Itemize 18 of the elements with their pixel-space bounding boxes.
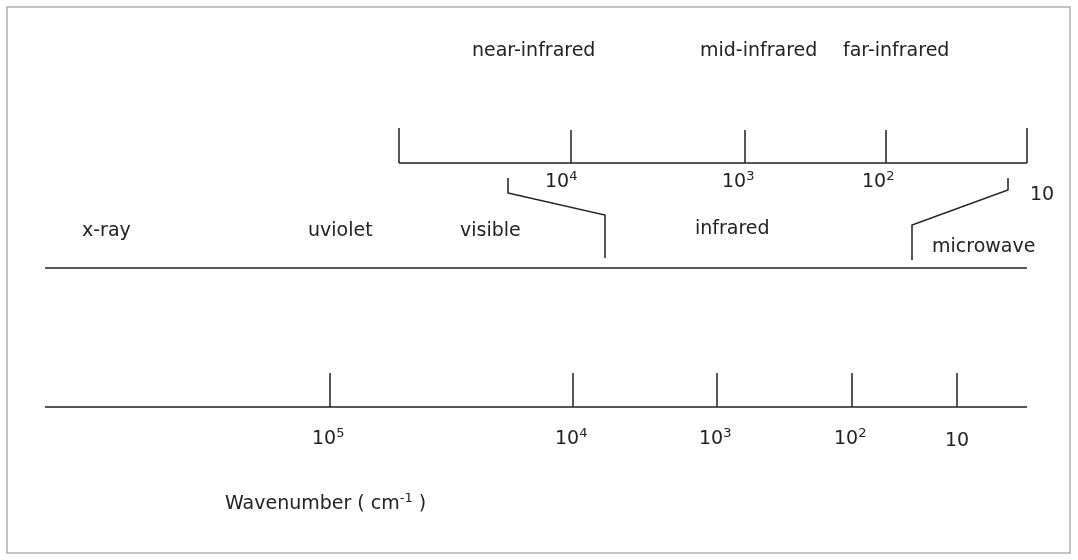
region-label: visible xyxy=(460,218,521,241)
region-label: far-infrared xyxy=(843,38,950,61)
region-label: near-infrared xyxy=(472,38,596,61)
tick-label: 10$^{4}$ xyxy=(545,168,578,193)
region-label: mid-infrared xyxy=(700,38,818,61)
tick-label: 10$^{2}$ xyxy=(862,168,895,193)
tick-label: 10 xyxy=(1030,182,1055,205)
region-label: infrared xyxy=(695,216,770,239)
tick-label: 10$^{2}$ xyxy=(834,425,867,450)
tick-label: 10$^{5}$ xyxy=(312,425,345,450)
tick-label: 10$^{3}$ xyxy=(699,425,732,450)
region-label: uviolet xyxy=(308,218,373,241)
tick-label: 10$^{4}$ xyxy=(555,425,588,450)
tick-label: 10 xyxy=(945,428,970,451)
axis-title: Wavenumber ( cm$^{-1}$ ) xyxy=(225,490,427,515)
tick-label: 10$^{3}$ xyxy=(722,168,755,193)
region-label: microwave xyxy=(932,234,1036,257)
region-label: x-ray xyxy=(82,218,131,241)
